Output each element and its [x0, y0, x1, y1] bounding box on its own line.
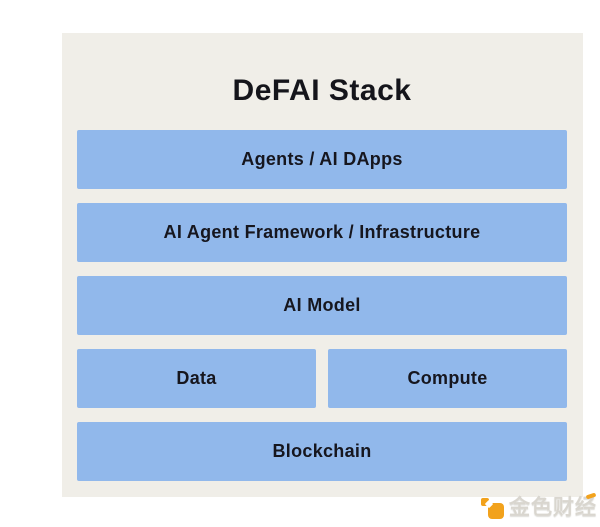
- logo-body-shape: [488, 503, 504, 519]
- layer-row-data-compute: Data Compute: [77, 349, 567, 408]
- layer-compute: Compute: [328, 349, 567, 408]
- layer-ai-agent-framework-infrastructure: AI Agent Framework / Infrastructure: [77, 203, 567, 262]
- layer-data: Data: [77, 349, 316, 408]
- diagram-title: DeFAI Stack: [232, 74, 412, 107]
- layer-row-ai-model: AI Model: [77, 276, 567, 335]
- layer-ai-model: AI Model: [77, 276, 567, 335]
- layer-blockchain: Blockchain: [77, 422, 567, 481]
- layer-agents-ai-dapps: Agents / AI DApps: [77, 130, 567, 189]
- jinse-finance-watermark: 金色财经: [481, 492, 597, 521]
- layer-row-agents: Agents / AI DApps: [77, 130, 567, 189]
- stack-layers: Agents / AI DApps AI Agent Framework / I…: [77, 130, 567, 481]
- defai-stack-card: DeFAI Stack Agents / AI DApps AI Agent F…: [62, 33, 583, 497]
- watermark-accent-char: 经: [575, 496, 597, 519]
- watermark-text-accent: 经: [575, 492, 597, 521]
- watermark-text: 金色财经: [509, 492, 597, 521]
- jinse-finance-logo-icon: [481, 497, 504, 519]
- layer-row-blockchain: Blockchain: [77, 422, 567, 481]
- layer-row-framework: AI Agent Framework / Infrastructure: [77, 203, 567, 262]
- watermark-text-main: 金色财: [509, 496, 575, 519]
